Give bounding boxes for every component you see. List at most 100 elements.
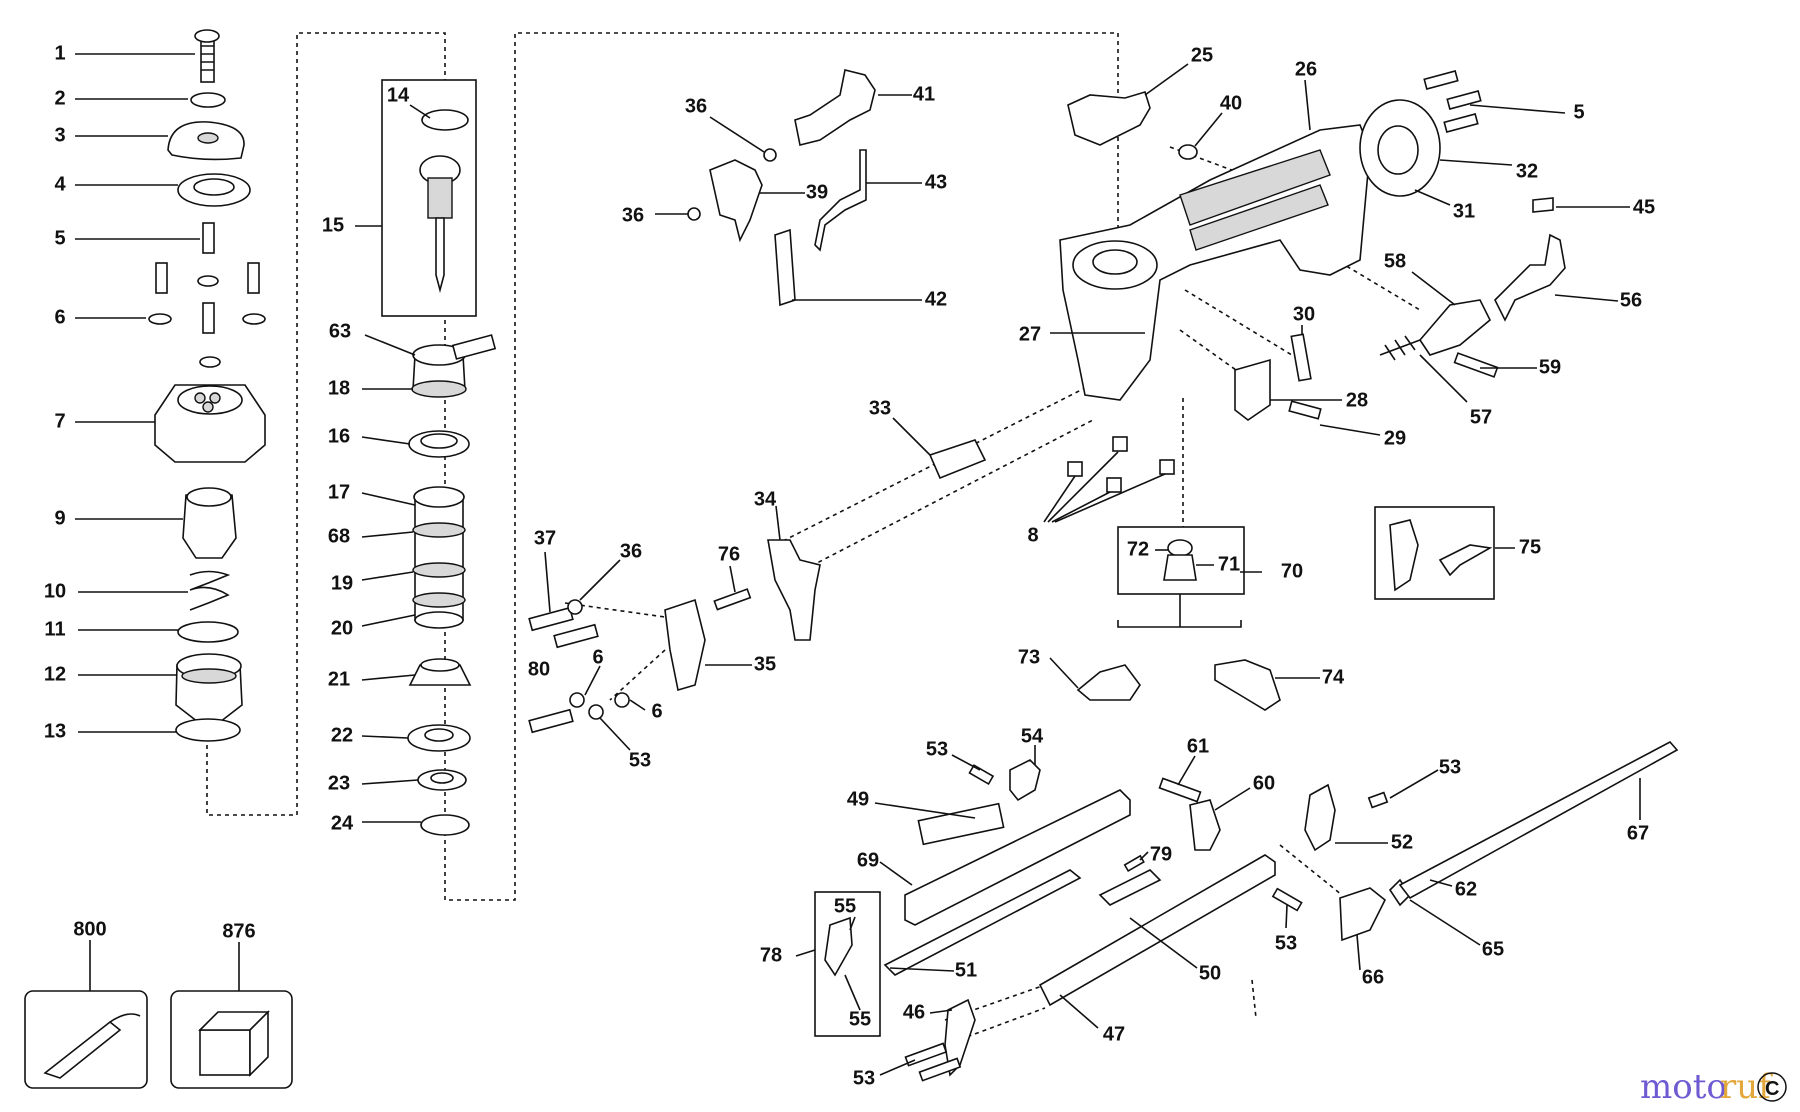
box-70	[1117, 526, 1245, 595]
callout-63: 63	[329, 320, 351, 342]
callout-6: 6	[54, 306, 65, 328]
disc-24	[420, 814, 470, 836]
callout-41: 41	[913, 83, 935, 105]
callout-79: 79	[1150, 843, 1172, 865]
group-boxes	[24, 79, 1495, 1089]
callout-53: 53	[1275, 932, 1297, 954]
pusher-rod-62-67	[1398, 740, 1679, 900]
seal-16	[408, 430, 470, 458]
callout-9: 9	[54, 507, 65, 529]
cup-12	[175, 653, 243, 723]
callout-13: 13	[44, 720, 66, 742]
tool-kit-800	[43, 1013, 141, 1079]
dashed-group-lines	[206, 32, 1421, 1046]
callout-60: 60	[1253, 772, 1275, 794]
callout-27: 27	[1019, 323, 1041, 345]
callout-56: 56	[1620, 289, 1642, 311]
callout-18: 18	[328, 377, 350, 399]
callout-29: 29	[1384, 427, 1406, 449]
callout-36: 36	[622, 204, 644, 226]
spring-57	[1379, 335, 1421, 361]
housing-parts	[1059, 70, 1566, 421]
driver-15	[419, 155, 461, 294]
bracket-60	[1189, 799, 1221, 851]
callout-75: 75	[1519, 536, 1541, 558]
callout-14: 14	[387, 84, 410, 106]
callout-6: 6	[651, 700, 662, 722]
lever-58	[1418, 299, 1491, 356]
callout-5: 5	[1573, 101, 1584, 123]
callout-16: 16	[328, 425, 350, 447]
base-7	[154, 384, 266, 463]
washer-2	[190, 92, 226, 108]
callout-68: 68	[328, 525, 350, 547]
callout-51: 51	[955, 959, 977, 981]
callout-19: 19	[331, 572, 353, 594]
box-icon-876	[198, 1010, 270, 1077]
gasket-25	[1067, 91, 1151, 146]
callout-47: 47	[1103, 1023, 1125, 1045]
callout-23: 23	[328, 772, 350, 794]
callout-37: 37	[534, 527, 556, 549]
cap-3	[167, 121, 245, 161]
bar-42	[774, 228, 796, 307]
callout-24: 24	[331, 812, 354, 834]
pin-59	[1453, 352, 1499, 378]
screws-5-6	[148, 222, 266, 368]
callout-53: 53	[1439, 756, 1461, 778]
oring-13	[175, 718, 241, 742]
lever-39	[709, 159, 763, 243]
screws-37	[528, 606, 599, 734]
callout-28: 28	[1346, 389, 1368, 411]
callout-70: 70	[1281, 560, 1303, 582]
washer-22	[407, 724, 471, 752]
trigger-parts	[687, 69, 876, 307]
rail-69	[904, 789, 1131, 926]
callout-26: 26	[1295, 58, 1317, 80]
callout-17: 17	[328, 481, 350, 503]
callout-30: 30	[1293, 303, 1315, 325]
callout-78: 78	[760, 944, 782, 966]
callout-76: 76	[718, 543, 740, 565]
callout-46: 46	[903, 1001, 925, 1023]
callout-57: 57	[1470, 406, 1492, 428]
nut-40	[1178, 144, 1198, 160]
box-75	[1374, 506, 1495, 600]
screw-1	[194, 29, 220, 83]
leader-lines	[75, 53, 1641, 1076]
bumper-63-18	[411, 334, 497, 398]
callout-72: 72	[1127, 538, 1149, 560]
callout-42: 42	[925, 288, 947, 310]
cylinder-17-68-19-20	[412, 486, 466, 629]
callout-10: 10	[44, 580, 66, 602]
ring-4	[177, 173, 251, 207]
callout-5: 5	[54, 227, 65, 249]
screw-53-right	[1367, 791, 1389, 809]
callout-55: 55	[834, 895, 856, 917]
watermark-text-c: C	[1765, 1078, 1779, 1100]
trigger-56	[1494, 233, 1566, 322]
housing-26-27	[1059, 124, 1371, 401]
callout-53: 53	[926, 738, 948, 760]
callout-35: 35	[754, 653, 776, 675]
callout-33: 33	[869, 397, 891, 419]
callout-800: 800	[73, 918, 106, 940]
callout-53: 53	[629, 749, 651, 771]
box-800	[24, 990, 148, 1089]
callout-36: 36	[685, 95, 707, 117]
callout-65: 65	[1482, 938, 1504, 960]
callout-7: 7	[54, 410, 65, 432]
callout-62: 62	[1455, 878, 1477, 900]
callout-73: 73	[1018, 646, 1040, 668]
callout-31: 31	[1453, 200, 1475, 222]
callout-21: 21	[328, 668, 350, 690]
callout-22: 22	[331, 724, 353, 746]
callout-69: 69	[857, 849, 879, 871]
callout-labels: 1234567910111213141563181617681920212223…	[44, 42, 1655, 1089]
callout-3: 3	[54, 124, 65, 146]
bracket-33	[928, 439, 987, 480]
callout-32: 32	[1516, 160, 1538, 182]
callout-61: 61	[1187, 735, 1209, 757]
cap-73	[1076, 664, 1141, 701]
